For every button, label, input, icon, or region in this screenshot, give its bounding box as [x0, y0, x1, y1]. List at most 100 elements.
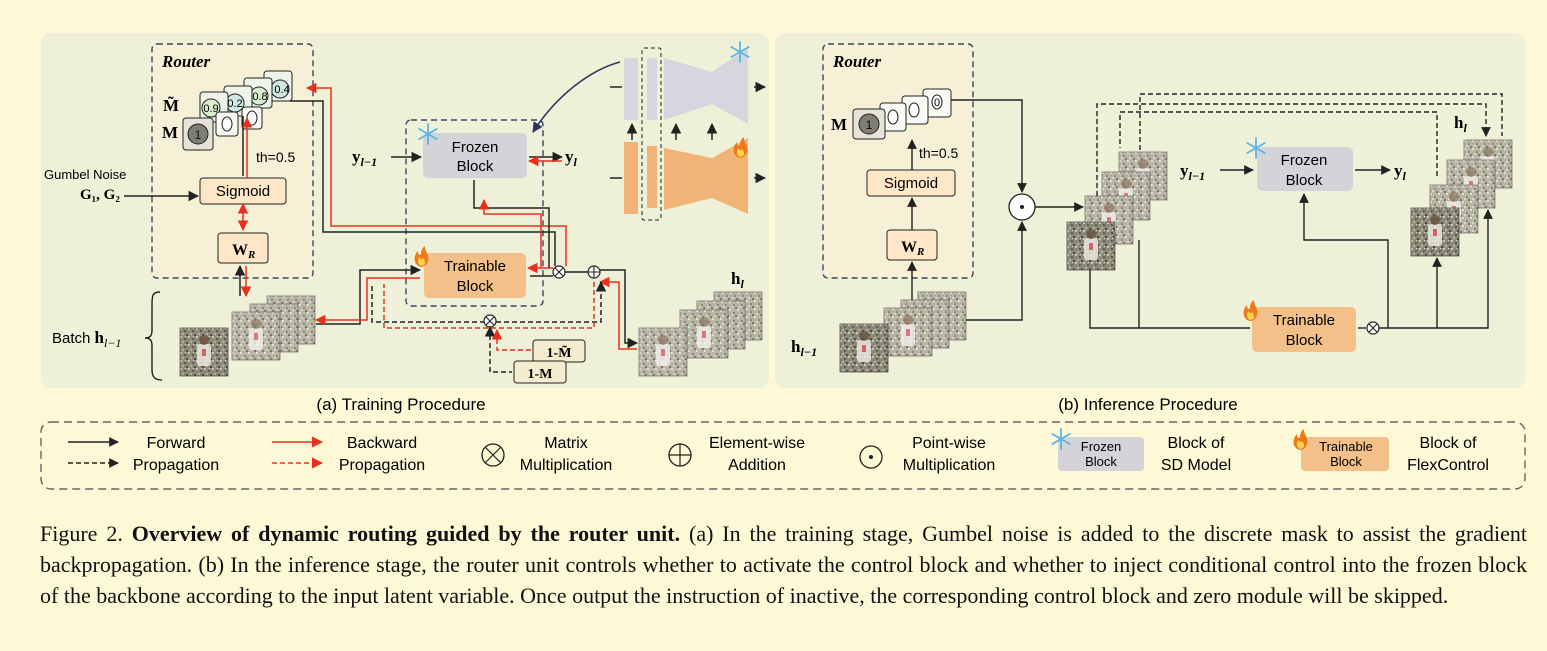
y-out-a: y	[565, 147, 574, 166]
control-region-a	[405, 119, 544, 307]
legend-matrix-1: Matrix	[544, 435, 588, 452]
gumbel-label-line2: G₁, G₂	[80, 187, 120, 203]
sd-network-frozen	[624, 41, 750, 124]
sigmoid-label-b: Sigmoid	[884, 175, 938, 192]
legend-pointwise-2: Multiplication	[903, 457, 995, 474]
trainable-label-a1: Trainable	[444, 258, 506, 275]
svg-text:hl: hl	[1454, 113, 1467, 135]
wr-sub-b: R	[916, 246, 924, 258]
figure-diagram: Router 0.4 0.8 0.2 0.9 1 M̃ M th=0.5	[40, 33, 1526, 490]
one-minus-mtilde-label: 1-M̃	[547, 344, 572, 361]
connections-a	[124, 61, 767, 373]
sigmoid-box-b	[866, 169, 956, 197]
svg-text:hl−1: hl−1	[791, 337, 817, 359]
trainable-block-a	[424, 253, 526, 298]
legend-frozen-box-1: Frozen	[1081, 439, 1121, 454]
trainable-block-b	[1252, 307, 1356, 352]
matrix-mult-op-a2	[483, 314, 497, 328]
svg-text:yl: yl	[565, 147, 578, 169]
legend: Forward Propagation Backward Propagation…	[40, 421, 1526, 490]
mask-binary-a: 1	[195, 128, 202, 142]
legend-backward-2: Propagation	[339, 457, 425, 474]
mask-label-a: M	[162, 123, 178, 142]
y-in-b: y	[1180, 161, 1189, 180]
legend-flame-icon	[1293, 429, 1308, 450]
legend-flex-1: Block of	[1420, 435, 1477, 452]
sd-network-trainable	[624, 137, 748, 214]
h-in-sub-b: l−1	[800, 345, 817, 359]
legend-frozen-box	[1058, 437, 1144, 471]
batch-sub: l−1	[104, 336, 121, 350]
legend-sd-1: Block of	[1168, 435, 1225, 452]
router-title-a: Router	[161, 52, 211, 71]
one-minus-m-box	[513, 360, 567, 384]
frozen-label-a2: Block	[457, 158, 494, 175]
figure-caption-body: (a) In the training stage, Gumbel noise …	[40, 521, 1527, 608]
frozen-label-b1: Frozen	[1281, 152, 1328, 169]
sigmoid-label-a: Sigmoid	[216, 183, 270, 200]
legend-matrix-2: Multiplication	[520, 457, 612, 474]
mask-value-1: 0.9	[203, 103, 218, 115]
wr-sub-a: R	[247, 249, 255, 261]
svg-text:Batch hl−1: Batch hl−1	[52, 328, 121, 350]
frozen-label-b2: Block	[1286, 172, 1323, 189]
y-in-sub-a: l−1	[361, 155, 378, 169]
batch-var: h	[95, 328, 105, 347]
frozen-block-b	[1257, 147, 1353, 191]
figure-label: Figure 2.	[40, 521, 132, 546]
legend-backward-1: Backward	[347, 435, 417, 452]
caption-a: (a) Training Procedure	[316, 395, 485, 414]
mask-label-b: M	[831, 115, 847, 134]
y-in-sub-b: l−1	[1189, 169, 1206, 183]
mask-stack-b: 1 0 M	[831, 88, 952, 140]
h-out-sub-b: l	[1463, 121, 1467, 135]
one-minus-m-label: 1-M	[528, 367, 553, 382]
svg-text:WR: WR	[232, 242, 255, 261]
mask-value-3: 0.8	[252, 91, 267, 103]
legend-pointwise-icon	[859, 445, 883, 469]
legend-trainable-box-1: Trainable	[1319, 439, 1373, 454]
legend-forward-1: Forward	[147, 435, 206, 452]
matrix-mult-op-a1	[552, 265, 566, 279]
legend-matrix-icon	[481, 443, 505, 467]
legend-elementwise-2: Addition	[728, 457, 786, 474]
legend-sd-2: SD Model	[1161, 457, 1231, 474]
add-op-a	[587, 265, 601, 279]
trainable-label-b1: Trainable	[1273, 312, 1335, 329]
svg-text:yl−1: yl−1	[352, 147, 377, 169]
legend-add-icon	[668, 443, 692, 467]
threshold-label-b: th=0.5	[919, 145, 959, 161]
connections-b	[907, 93, 1503, 329]
svg-text:WR: WR	[901, 239, 924, 258]
legend-forward-2: Propagation	[133, 457, 219, 474]
trainable-label-a2: Block	[457, 278, 494, 295]
frozen-block-a	[423, 133, 527, 178]
mask-binary-b: 1	[866, 118, 873, 132]
threshold-label-a: th=0.5	[256, 149, 296, 165]
mask-tilde-label: M̃	[163, 95, 179, 115]
inference-procedure: Router 1 0 M th=0.5 Sigmoid WR hl−1	[791, 43, 1513, 373]
batch-brace	[144, 291, 163, 381]
h-out-sub-a: l	[740, 277, 744, 291]
wr-main-a: W	[232, 242, 248, 259]
y-out-b: y	[1394, 161, 1403, 180]
legend-trainable-box	[1301, 437, 1389, 471]
frozen-label-a1: Frozen	[452, 139, 499, 156]
y-in-a: y	[352, 147, 361, 166]
svg-text:yl−1: yl−1	[1180, 161, 1205, 183]
matrix-mult-op-b	[1366, 321, 1380, 335]
legend-elementwise-1: Element-wise	[709, 435, 805, 452]
mask-value-2: 0.2	[227, 98, 242, 110]
legend-pointwise-1: Point-wise	[912, 435, 986, 452]
wr-main-b: W	[901, 239, 917, 256]
trainable-label-b2: Block	[1286, 332, 1323, 349]
router-box-a	[151, 43, 314, 279]
wr-box-a	[217, 232, 269, 264]
svg-text:yl: yl	[1394, 161, 1407, 183]
h-out-a: h	[731, 269, 741, 288]
h-in-b: h	[791, 337, 801, 356]
pointwise-op-b	[1008, 193, 1036, 221]
mask-zero-b: 0	[934, 97, 940, 109]
y-out-sub-a: l	[574, 155, 578, 169]
y-out-sub-b: l	[1403, 169, 1407, 183]
